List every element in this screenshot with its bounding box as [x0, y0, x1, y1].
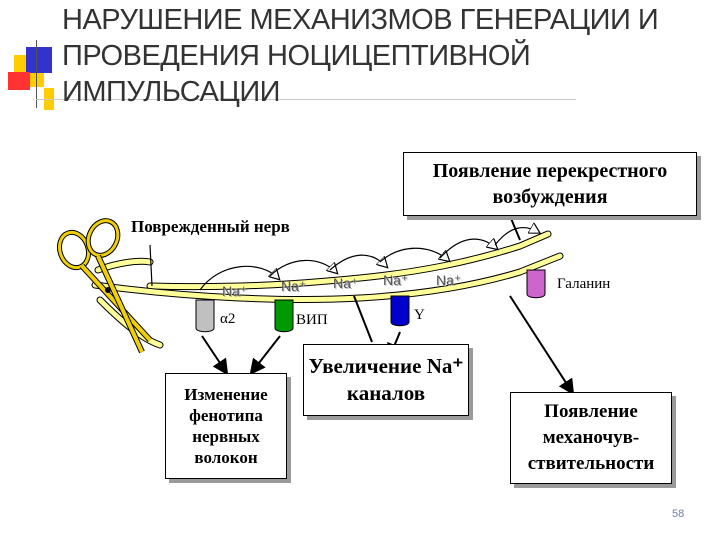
title-decor-red [8, 72, 30, 90]
title-decor-line [36, 40, 37, 108]
alpha2-receptor-marker [195, 299, 215, 333]
damaged-nerve-label: Поврежденный нерв [131, 217, 290, 236]
phenotype-change-box: Изменение фенотипа нервных волокон [165, 373, 287, 479]
page-title: НАРУШЕНИЕ МЕХАНИЗМОВ ГЕНЕРАЦИИ И ПРОВЕДЕ… [62, 4, 659, 108]
excitation-arrows [199, 228, 538, 291]
na-label-2: Na⁺ [281, 278, 307, 294]
phenotype-change-text: Изменение фенотипа нервных волокон [184, 385, 268, 467]
title-decor-blue [26, 47, 52, 73]
vip-receptor-marker [274, 299, 294, 333]
y-label: Y [414, 307, 425, 323]
cross-excitation-box: Появление перекрестного возбуждения [403, 152, 697, 216]
na-channels-box: Увеличение Na⁺ каналов [303, 344, 469, 416]
mechanosensitivity-box: Появление механочув-ствительности [510, 392, 672, 484]
galanin-receptor-marker [526, 269, 546, 299]
na-label-4: Na⁺ [383, 272, 409, 288]
na-label-1: Na⁺ [222, 283, 248, 299]
vip-label: ВИП [296, 312, 328, 328]
na-label-3: Na⁺ [333, 275, 359, 291]
nerve-fibers [91, 230, 564, 349]
cross-excitation-text: Появление перекрестного возбуждения [432, 160, 668, 208]
galanin-label: Галанин [557, 276, 611, 292]
scissors-icon [56, 218, 153, 354]
nerve-label-pointer [149, 244, 153, 287]
alpha2-label: α2 [220, 311, 236, 327]
mechanosensitivity-text: Появление механочув-ствительности [527, 401, 655, 474]
title-rule [36, 99, 576, 100]
page-number: 58 [672, 508, 685, 520]
y-receptor-marker [390, 295, 410, 327]
na-label-5: Na⁺ [436, 272, 462, 288]
na-channels-text: Увеличение Na⁺ каналов [308, 354, 464, 405]
